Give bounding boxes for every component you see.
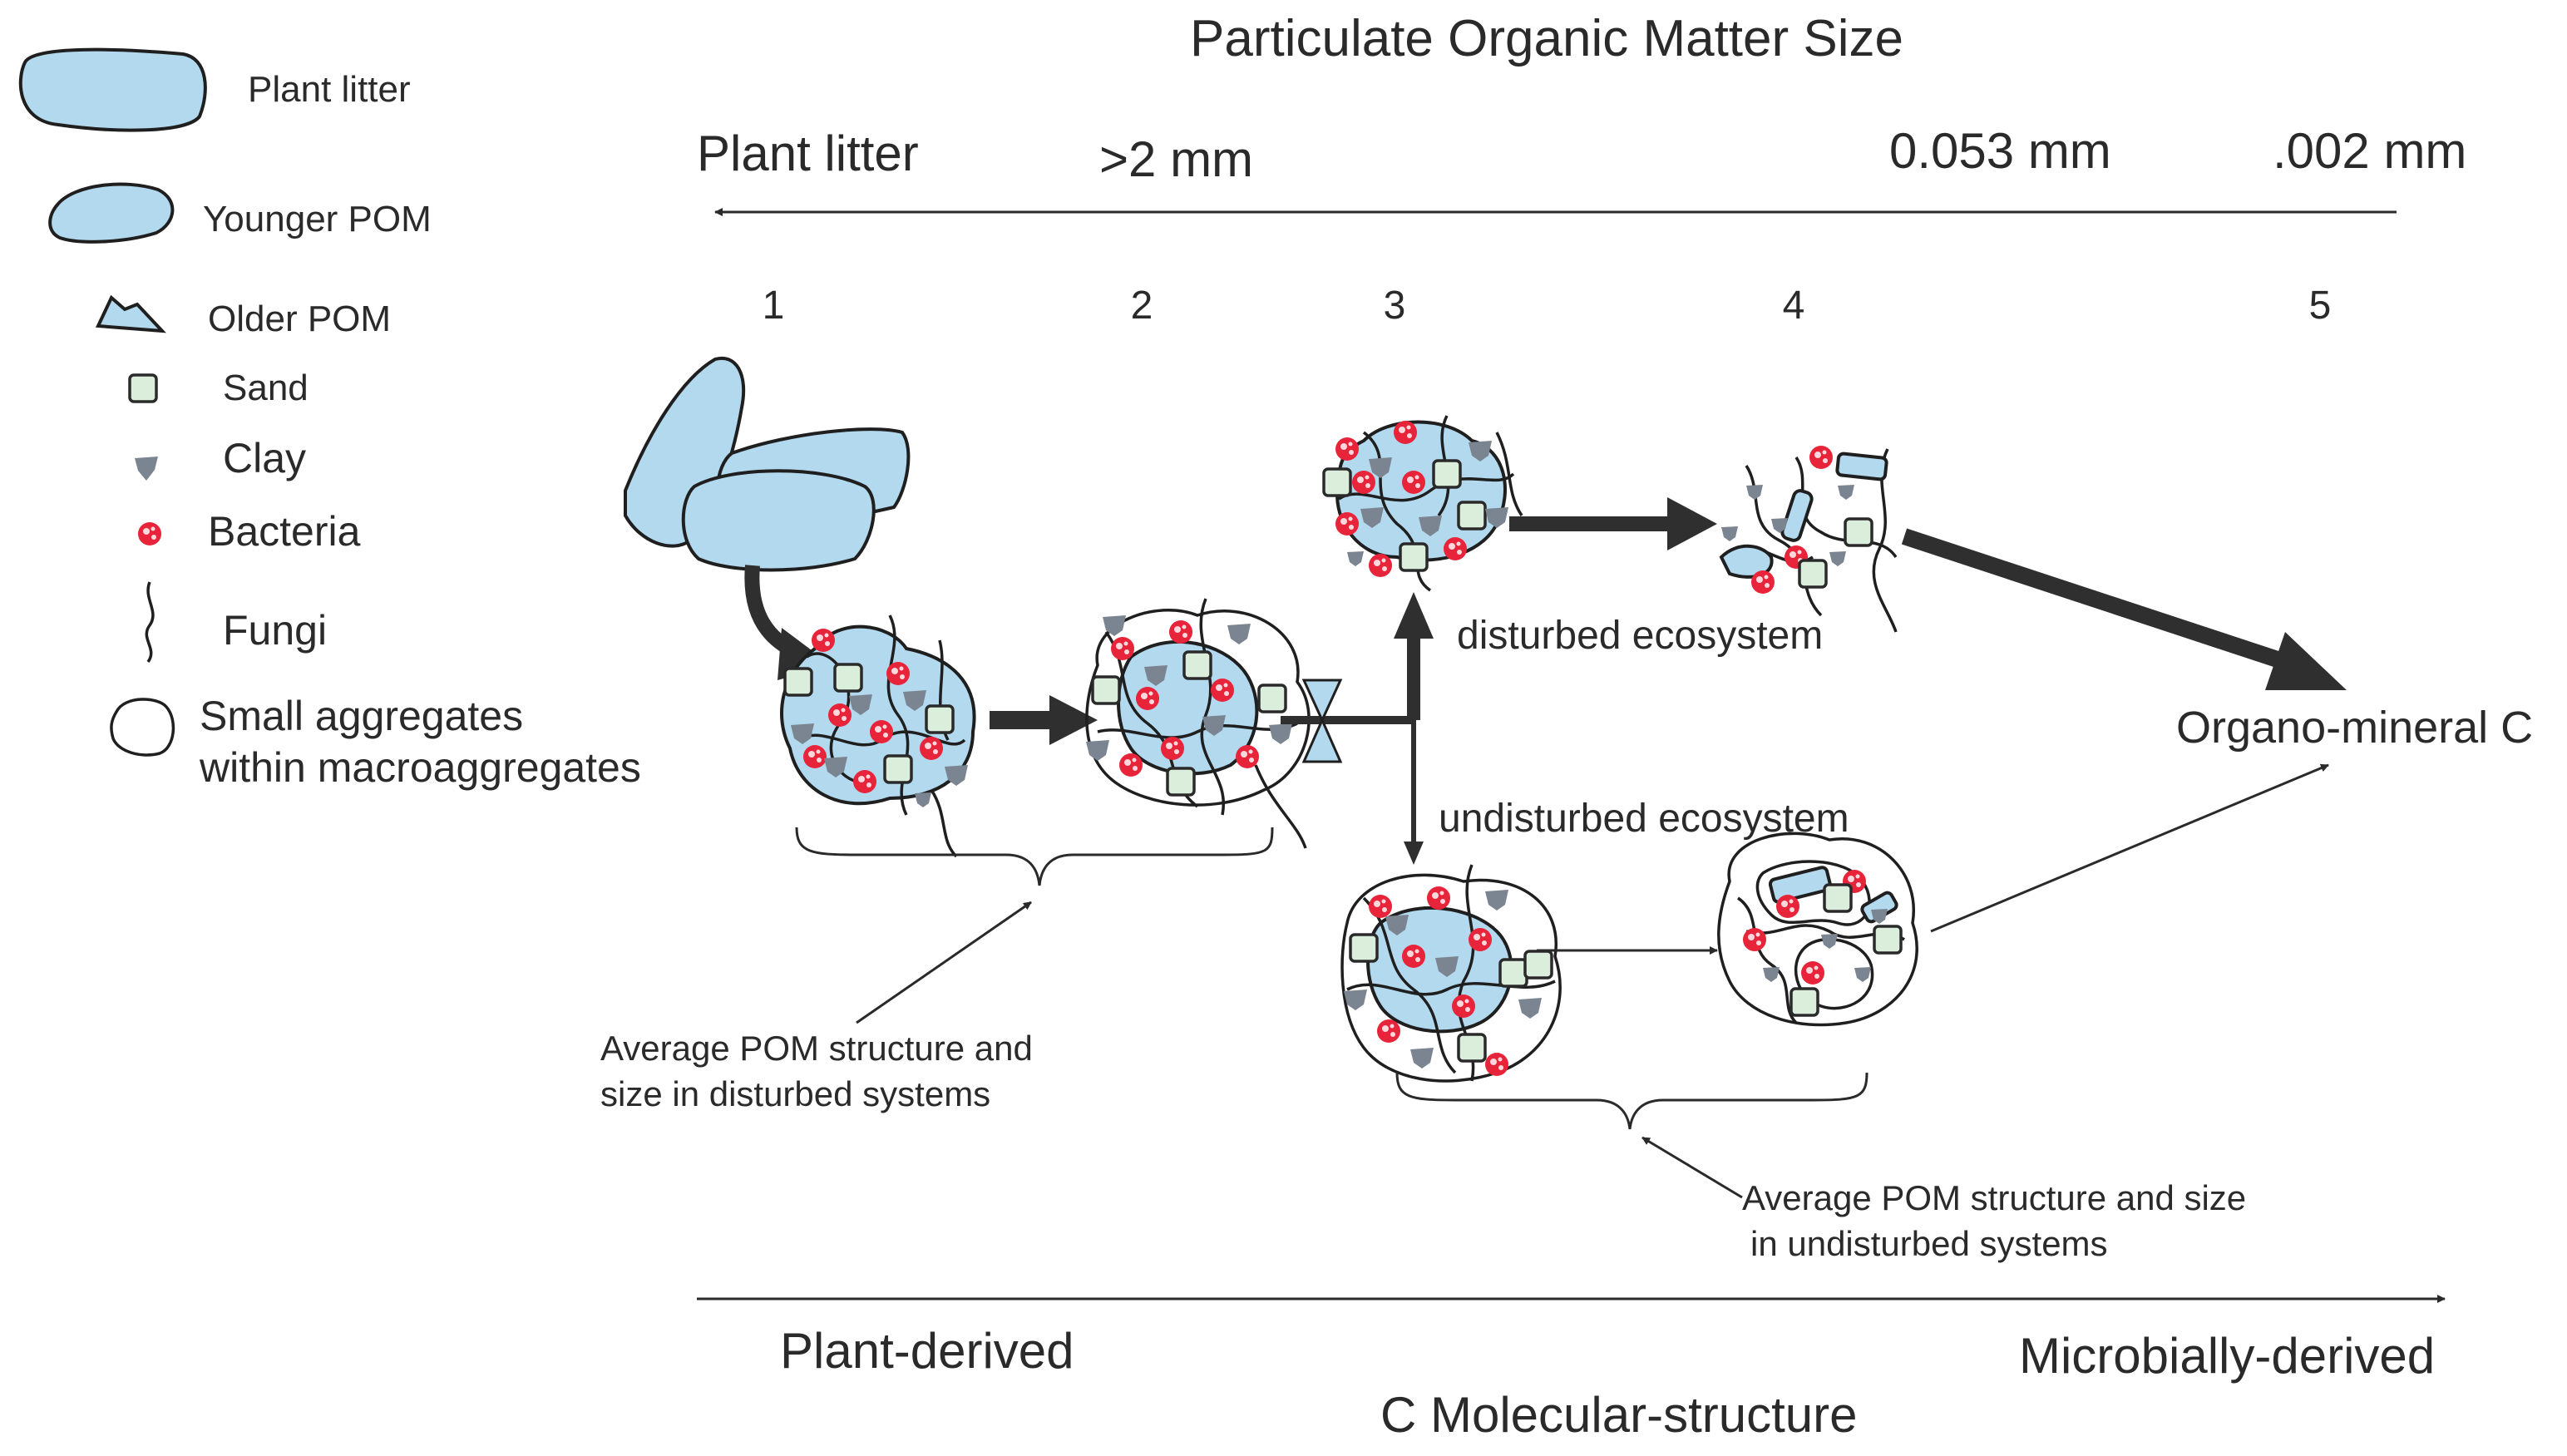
disturbed-cluster-3 — [1322, 415, 1523, 592]
aggregate-cluster-2 — [1085, 598, 1311, 849]
legend-label-older-pom: Older POM — [208, 299, 391, 339]
sand-icon — [128, 373, 158, 403]
junction-down-arrowhead — [1404, 842, 1424, 865]
stage-number-2: 2 — [1131, 284, 1153, 328]
arrow-1-to-2-head — [1049, 695, 1098, 745]
legend-label-younger-pom: Younger POM — [203, 199, 432, 239]
avg-undisturbed-line-2: in undisturbed systems — [1750, 1224, 2108, 1263]
pointer-avg-disturbed — [856, 901, 1032, 1024]
pointer-avg-undisturbed — [1641, 1136, 1743, 1199]
brace-undisturbed — [1395, 1072, 1868, 1130]
arrow-4-to-organo-mineral-head — [2265, 632, 2347, 690]
arrow-3-to-4-head — [1667, 497, 1717, 550]
clay-icon — [135, 457, 158, 481]
hourglass-symbol — [1301, 679, 1343, 763]
brace-disturbed — [795, 827, 1274, 886]
aggregate-cluster-1 — [780, 614, 976, 858]
arrow-4-to-organo-mineral — [1901, 528, 2298, 674]
size-label-0053mm: 0.053 mm — [1889, 123, 2111, 179]
stage-number-3: 3 — [1384, 284, 1406, 328]
label-organo-mineral-c: Organo-mineral C — [2176, 703, 2533, 753]
fungi-icon — [145, 581, 155, 664]
chart-title: Particulate Organic Matter Size — [1190, 10, 1903, 67]
avg-undisturbed-line-1: Average POM structure and size — [1742, 1178, 2246, 1217]
legend-label-within-macroaggregates: within macroaggregates — [199, 744, 641, 791]
legend-label-fungi: Fungi — [223, 607, 327, 654]
plant-litter-pieces — [624, 356, 911, 572]
legend-label-sand: Sand — [223, 368, 309, 408]
label-c-molecular-structure: C Molecular-structure — [1380, 1387, 1858, 1443]
disturbed-cluster-4 — [1719, 446, 1898, 633]
label-microbially-derived: Microbially-derived — [2019, 1328, 2435, 1384]
bacteria-icon — [138, 522, 161, 545]
small-aggregate-icon — [110, 698, 175, 757]
label-disturbed-ecosystem: disturbed ecosystem — [1457, 614, 1823, 658]
undisturbed-cluster-4 — [1717, 832, 1918, 1027]
size-label-plant-litter: Plant litter — [697, 126, 919, 181]
stage-number-1: 1 — [763, 284, 785, 328]
stage-number-4: 4 — [1783, 284, 1805, 328]
older-pom-icon — [95, 294, 166, 333]
stage-number-5: 5 — [2309, 284, 2332, 328]
avg-disturbed-line-2: size in disturbed systems — [600, 1074, 990, 1113]
arrow-undisturbed-4-to-organo-mineral — [1930, 763, 2329, 933]
legend-label-small-aggregates: Small aggregates — [200, 693, 523, 739]
legend-label-bacteria: Bacteria — [208, 508, 361, 555]
plant-litter-icon — [18, 47, 207, 132]
legend-label-plant-litter: Plant litter — [248, 69, 411, 110]
label-plant-derived: Plant-derived — [780, 1323, 1074, 1379]
younger-pom-icon — [48, 182, 175, 244]
legend: Plant litter Younger POM Older POM Sand … — [18, 47, 641, 791]
junction-up-arrowhead — [1394, 592, 1434, 639]
undisturbed-cluster-3 — [1340, 864, 1562, 1083]
legend-label-clay: Clay — [223, 435, 306, 481]
size-label-0002mm: .002 mm — [2273, 123, 2466, 179]
avg-disturbed-line-1: Average POM structure and — [600, 1029, 1033, 1068]
size-label-2mm: >2 mm — [1099, 131, 1253, 187]
